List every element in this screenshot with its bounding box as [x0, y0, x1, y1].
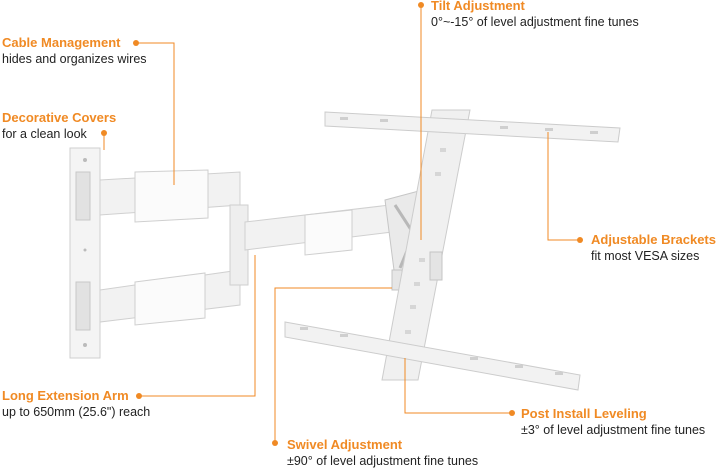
- covers-title: Decorative Covers: [2, 110, 117, 125]
- cable-title: Cable Management: [2, 35, 121, 50]
- swivel-title: Swivel Adjustment: [287, 437, 403, 452]
- callout-swivel-adjustment: Swivel Adjustment ±90° of level adjustme…: [287, 437, 478, 469]
- cable-desc: hides and organizes wires: [2, 52, 147, 66]
- tilt-desc: 0°~-15° of level adjustment fine tunes: [431, 15, 639, 29]
- callout-long-extension-arm: Long Extension Arm up to 650mm (25.6") r…: [2, 388, 150, 420]
- extension-arm: [244, 204, 393, 256]
- first-arm-pair: [99, 169, 249, 326]
- tilt-title: Tilt Adjustment: [431, 0, 525, 13]
- callout-cable-management: Cable Management hides and organizes wir…: [2, 35, 147, 67]
- callout-decorative-covers: Decorative Covers for a clean look: [2, 110, 116, 142]
- top-bracket: [324, 111, 621, 143]
- bottom-bracket: [284, 321, 581, 391]
- brackets-desc: fit most VESA sizes: [591, 249, 700, 263]
- callout-post-install-leveling: Post Install Leveling ±3° of level adjus…: [521, 406, 705, 438]
- wall-plate: [69, 147, 101, 359]
- callout-tilt-adjustment: Tilt Adjustment 0°~-15° of level adjustm…: [431, 0, 639, 30]
- leveling-title: Post Install Leveling: [521, 406, 647, 421]
- swivel-desc: ±90° of level adjustment fine tunes: [287, 454, 479, 468]
- covers-desc: for a clean look: [2, 127, 87, 141]
- leader-lines: [103, 5, 580, 443]
- brackets-title: Adjustable Brackets: [591, 232, 716, 247]
- leader-dots: [101, 2, 583, 446]
- callout-adjustable-brackets: Adjustable Brackets fit most VESA sizes: [591, 232, 716, 264]
- arm-desc: up to 650mm (25.6") reach: [2, 405, 151, 419]
- leveling-desc: ±3° of level adjustment fine tunes: [521, 423, 706, 437]
- arm-title: Long Extension Arm: [2, 388, 129, 403]
- vesa-plate: [381, 109, 471, 381]
